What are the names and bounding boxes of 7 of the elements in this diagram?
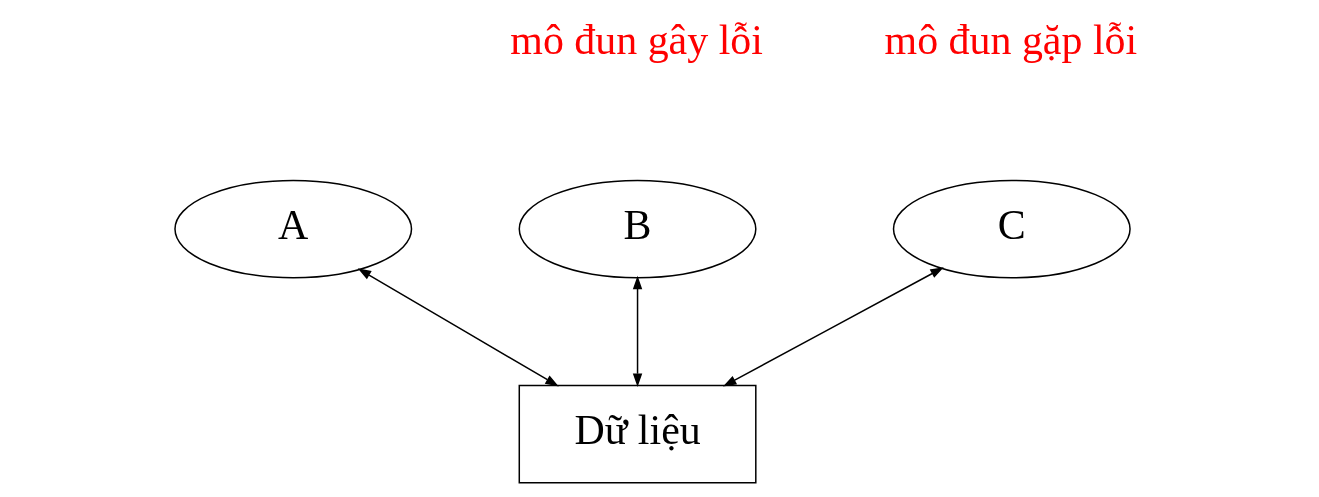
node-label: mô đun gặp lỗi bbox=[884, 16, 1137, 63]
node-label: mô đun gây lỗi bbox=[509, 16, 763, 63]
node-ellipse: B bbox=[518, 179, 757, 279]
arrow bbox=[722, 267, 944, 387]
node-box: Dữ liệu bbox=[518, 384, 757, 484]
arrow bbox=[632, 275, 642, 388]
arrow bbox=[357, 268, 559, 387]
